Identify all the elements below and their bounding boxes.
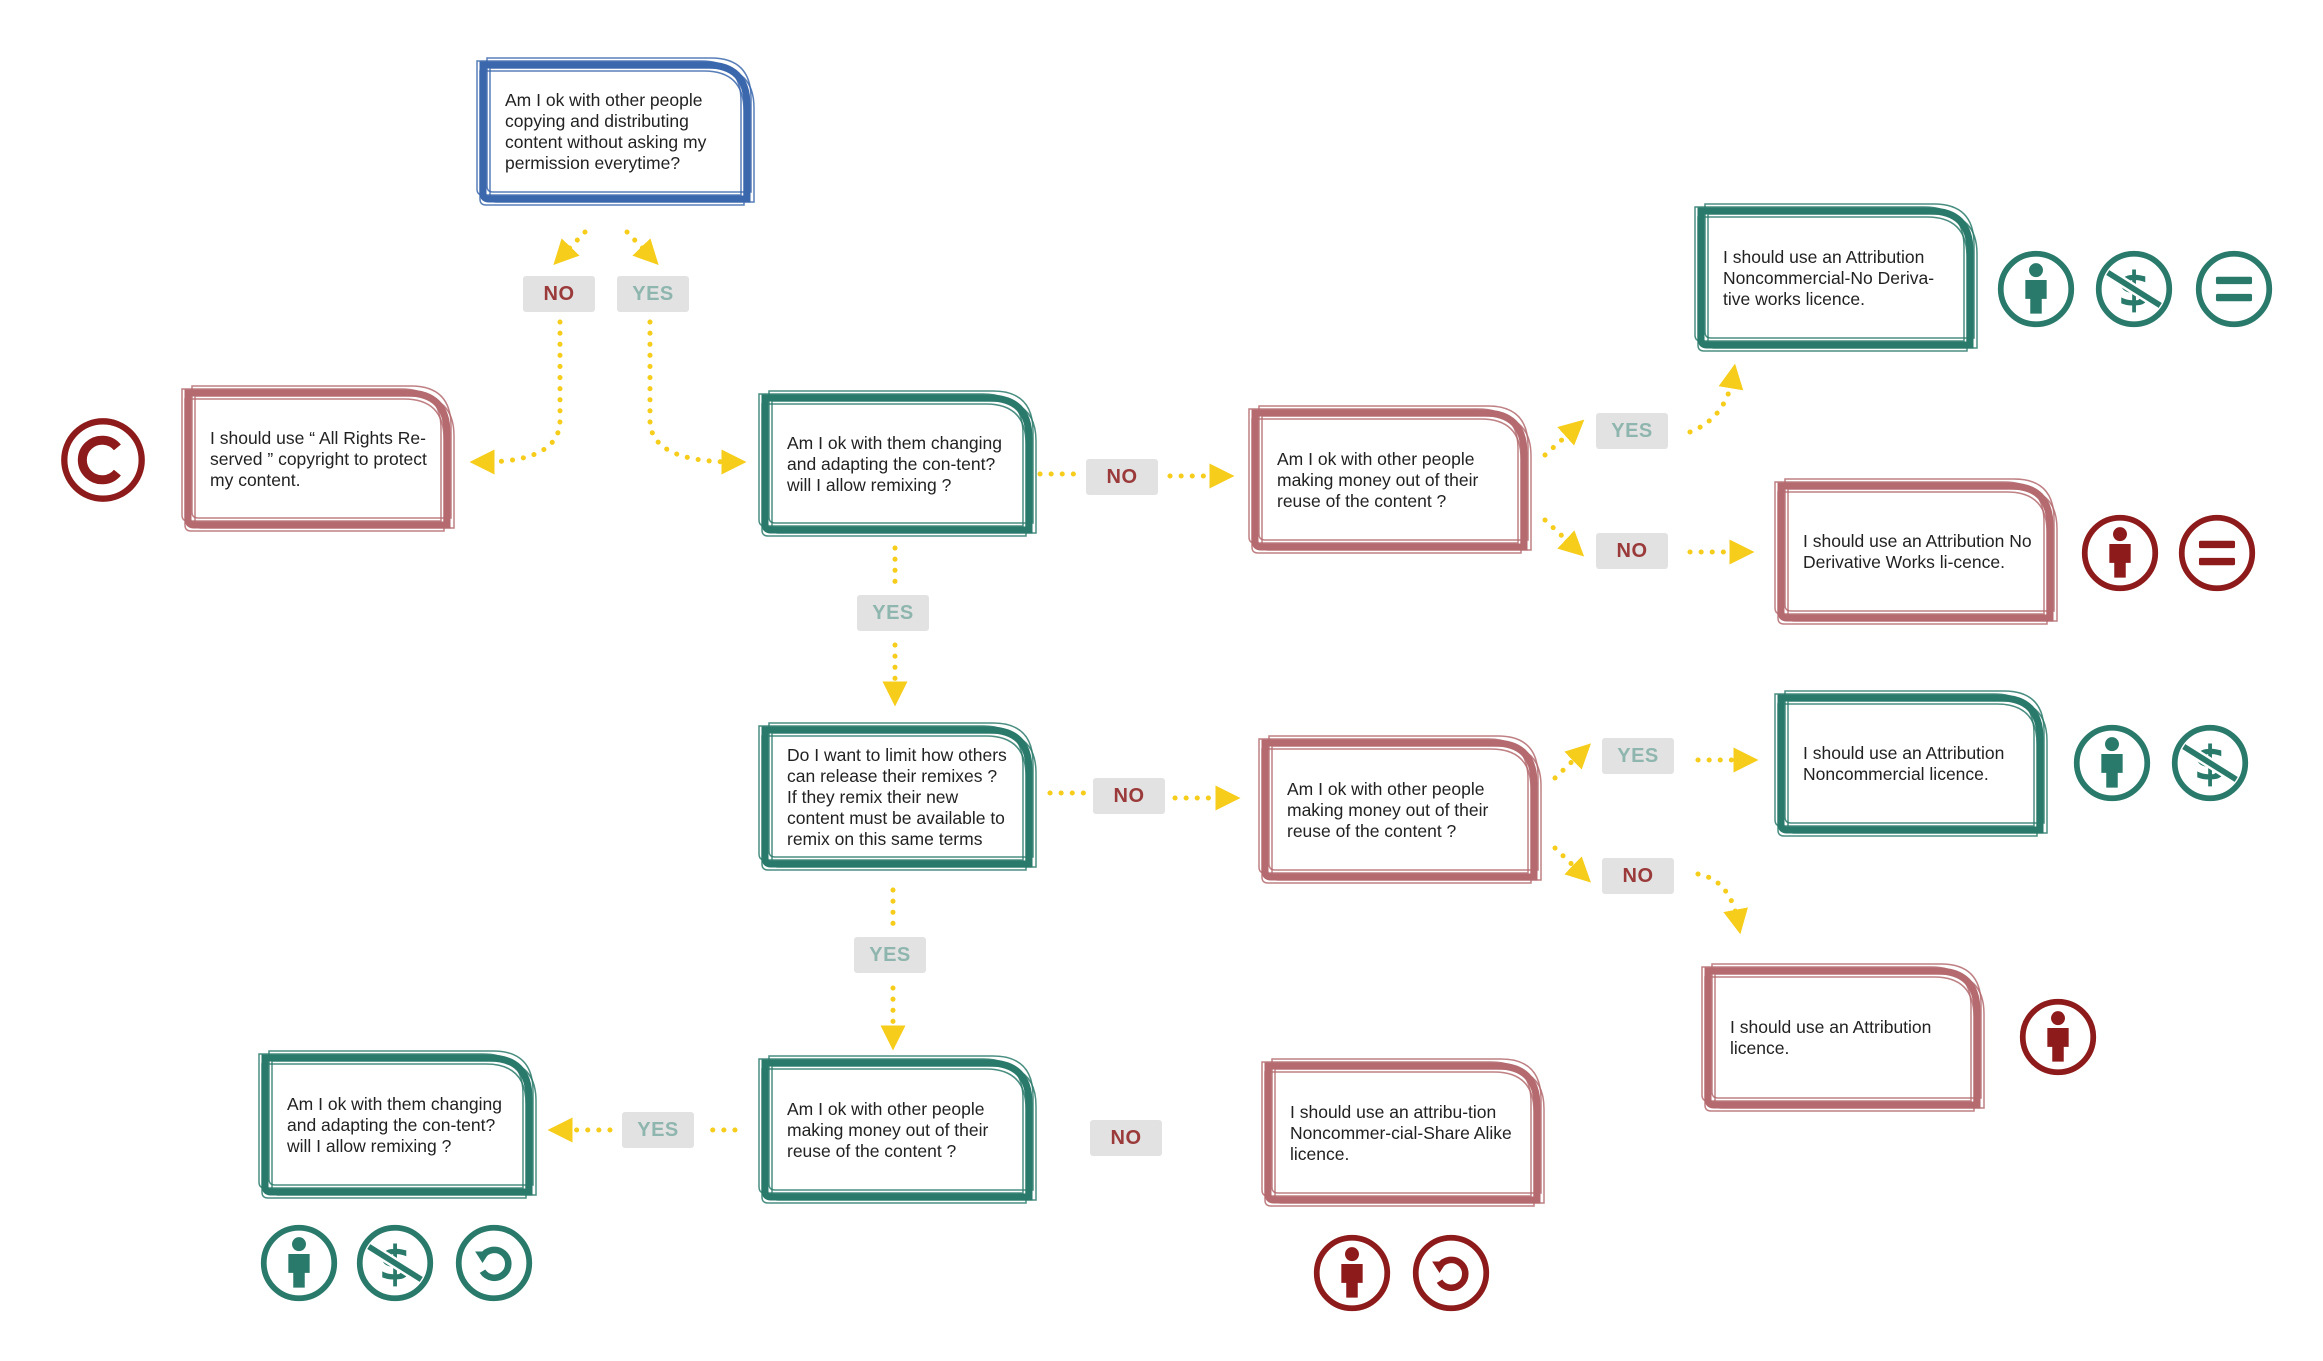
label-yes-1: YES [617,276,689,312]
question-commercial-use-1: Am I ok with other people making money o… [1247,405,1532,555]
question-copy-distribute: Am I ok with other people copying and di… [475,57,755,207]
question-share-alike: Do I want to limit how others can releas… [757,722,1037,872]
licence-by-nc-nd-text: I should use an Attribution Noncommercia… [1723,246,1935,309]
licence-by-nc-sa-box: I should use an attribu-tion Noncommer-c… [1260,1058,1545,1208]
attribution-icon [1313,1234,1391,1312]
licence-by-box: I should use an Attribution licence. [1700,963,1985,1113]
question-commercial-use-2: Am I ok with other people making money o… [1257,735,1542,885]
licence-by-nc-nd-box: I should use an Attribution Noncommercia… [1693,203,1978,353]
licence-by-nc-box: I should use an Attribution Noncommercia… [1773,690,2048,838]
licence-by-text: I should use an Attribution licence. [1730,1017,1932,1058]
label-no-4: NO [1093,778,1165,814]
label-yes-4: YES [1602,738,1674,774]
share-alike-icon [455,1224,533,1302]
attribution-icon [2073,724,2151,802]
label-no-2: NO [1086,459,1158,495]
noncommercial-icon: $ [356,1224,434,1302]
licence-by-nc-sa-text: I should use an attribu-tion Noncommer-c… [1290,1101,1512,1164]
no-derivatives-icon [2195,250,2273,328]
question-commercial-use-1-text: Am I ok with other people making money o… [1277,448,1479,511]
attribution-icon [1997,250,2075,328]
copyright-icon [61,418,145,502]
attribution-icon [2081,514,2159,592]
question-copy-distribute-text: Am I ok with other people copying and di… [505,90,707,173]
share-alike-icon [1412,1234,1490,1312]
noncommercial-icon: $ [2095,250,2173,328]
label-yes-6: YES [622,1112,694,1148]
label-yes-5: YES [854,937,926,973]
question-commercial-use-3: Am I ok with other people making money o… [757,1055,1037,1205]
licence-by-nc-text: I should use an Attribution Noncommercia… [1803,743,2005,784]
label-yes-2: YES [857,595,929,631]
attribution-icon [260,1224,338,1302]
question-allow-remixing-text: Am I ok with them changing and adapting … [787,432,1002,495]
label-no-3: NO [1596,533,1668,569]
label-no-6: NO [1090,1120,1162,1156]
question-allow-remixing-2-text: Am I ok with them changing and adapting … [287,1093,502,1156]
question-share-alike-text: Do I want to limit how others can releas… [787,744,1007,849]
noncommercial-icon: $ [2171,724,2249,802]
label-yes-3: YES [1596,413,1668,449]
licence-by-nd-box: I should use an Attribution No Derivativ… [1773,478,2058,626]
label-no-1: NO [523,276,595,312]
licence-by-nd-text: I should use an Attribution No Derivativ… [1803,531,2032,572]
all-rights-reserved-text: I should use “ All Rights Re-served ” co… [210,427,427,490]
attribution-icon [2019,998,2097,1076]
all-rights-reserved-box: I should use “ All Rights Re-served ” co… [180,385,455,533]
question-commercial-use-2-text: Am I ok with other people making money o… [1287,778,1489,841]
question-allow-remixing-2: Am I ok with them changing and adapting … [257,1050,537,1200]
no-derivatives-icon [2178,514,2256,592]
label-no-5: NO [1602,858,1674,894]
question-allow-remixing: Am I ok with them changing and adapting … [757,390,1037,538]
question-commercial-use-3-text: Am I ok with other people making money o… [787,1098,989,1161]
